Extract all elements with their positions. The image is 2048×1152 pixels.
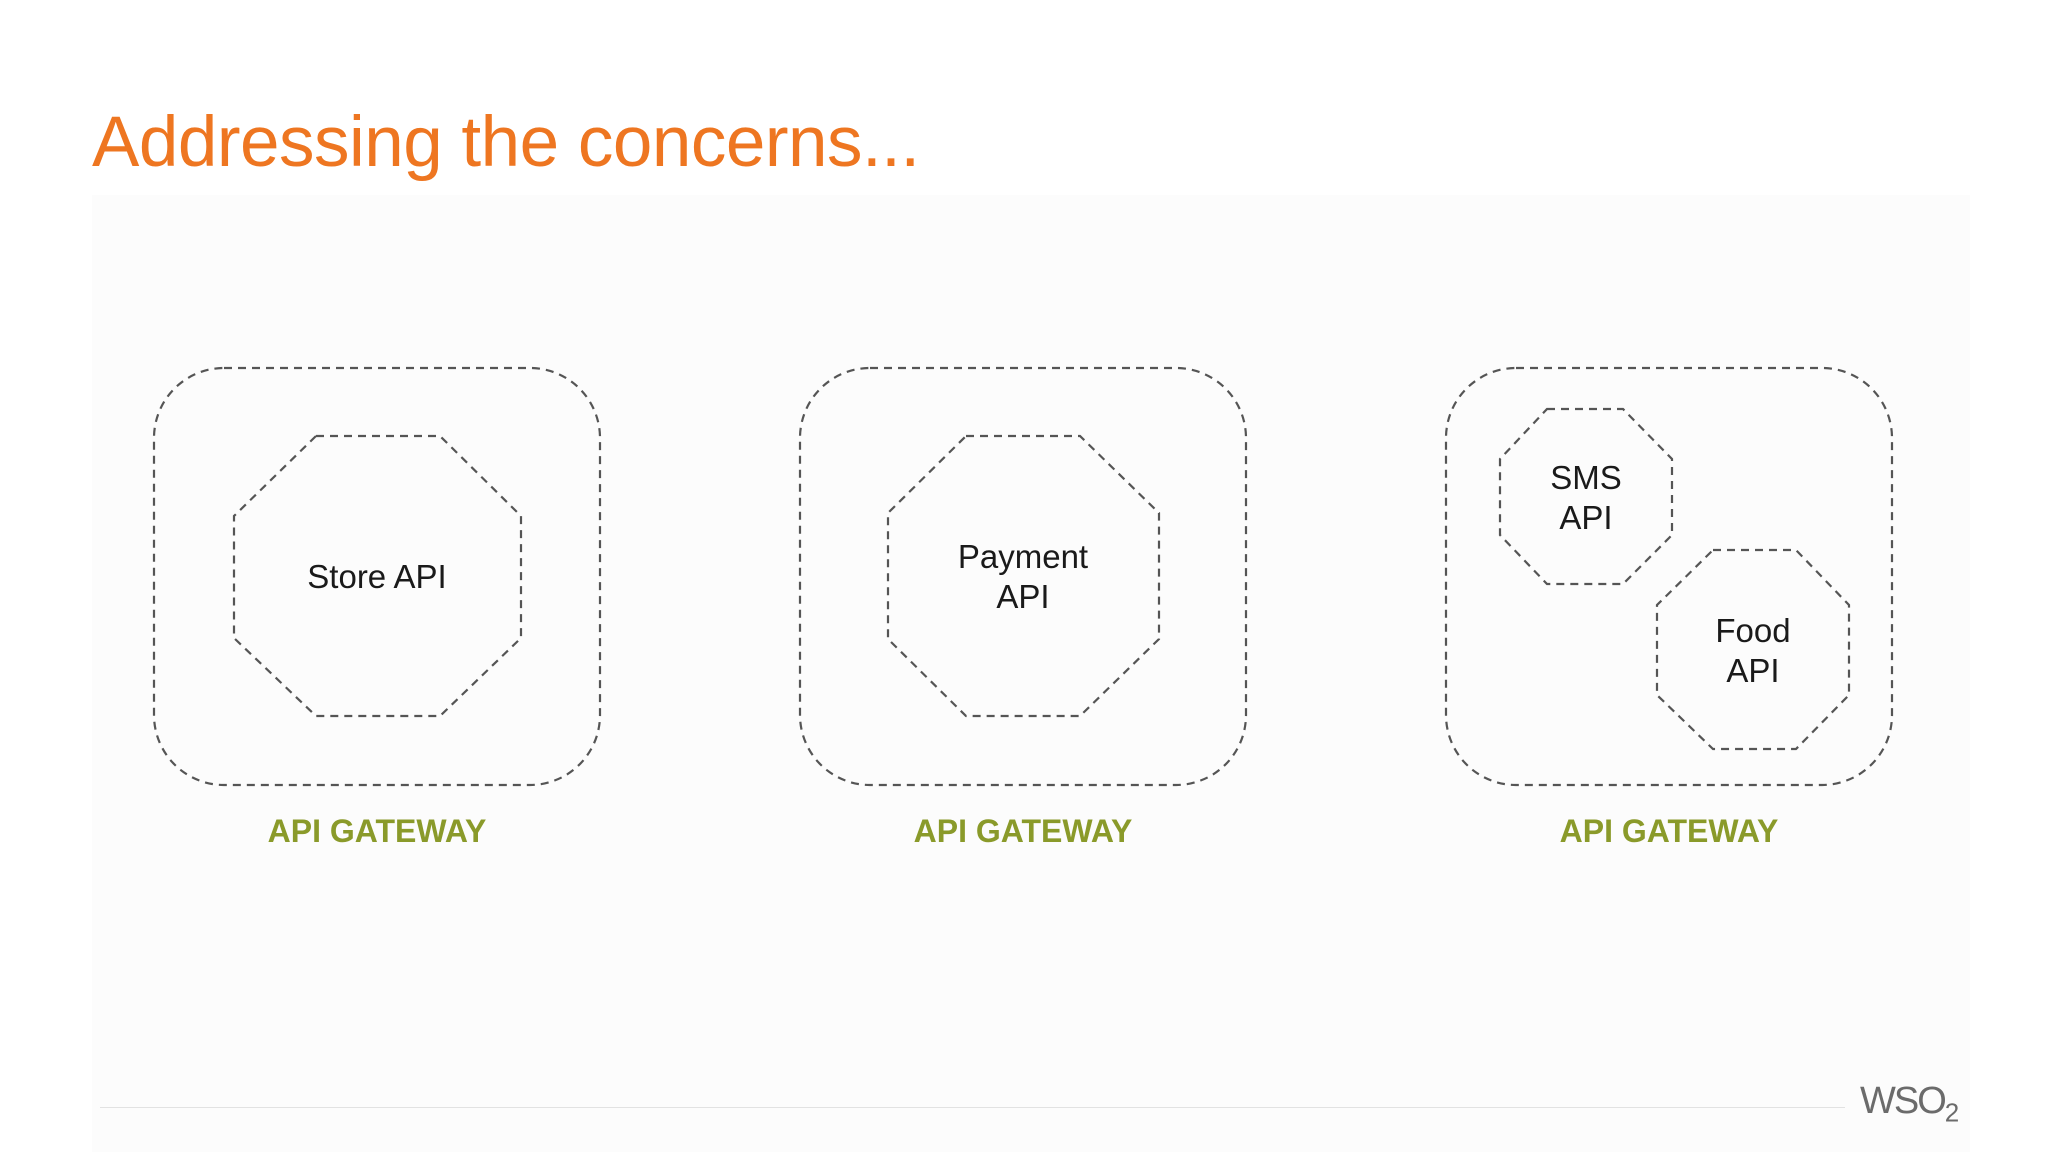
food-api-octagon	[1655, 548, 1851, 751]
gateway-box	[1444, 366, 1894, 787]
sms-api-label-line2: API	[1559, 499, 1612, 536]
food-api-label-line1: Food	[1715, 612, 1790, 649]
store-api-label: Store API	[307, 558, 446, 595]
payment-api-label-line1: Payment	[958, 538, 1088, 575]
store-api-octagon	[232, 434, 523, 718]
food-api-label-line2: API	[1726, 652, 1779, 689]
payment-api-label-line2: API	[996, 578, 1049, 615]
wso2-logo: WSO2	[1860, 1080, 1959, 1129]
gateway-store: Store API API GATEWAY	[152, 366, 602, 849]
gateway-payment: Payment API API GATEWAY	[798, 366, 1248, 849]
gateway-label: API GATEWAY	[914, 813, 1133, 849]
payment-api-octagon	[886, 434, 1161, 718]
gateway-label: API GATEWAY	[268, 813, 487, 849]
gateway-box	[798, 366, 1248, 787]
gateway-box	[152, 366, 602, 787]
footer-divider	[100, 1107, 1845, 1108]
logo-subscript: 2	[1944, 1097, 1960, 1128]
gateway-sms-food: SMS API Food API API GATEWAY	[1444, 366, 1894, 849]
logo-text: WSO	[1860, 1080, 1947, 1122]
sms-api-label-line1: SMS	[1550, 459, 1622, 496]
gateway-label: API GATEWAY	[1560, 813, 1779, 849]
slide-title: Addressing the concerns...	[92, 103, 920, 182]
sms-api-octagon	[1498, 407, 1674, 586]
